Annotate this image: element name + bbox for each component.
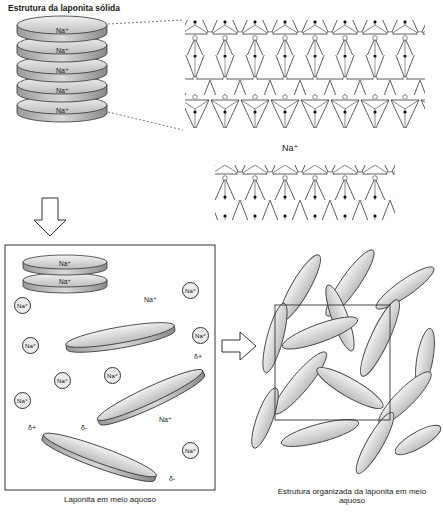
ion-label: Na⁺ bbox=[59, 278, 71, 285]
ion-sphere: Na⁺ bbox=[182, 442, 199, 459]
ion-sphere: Na⁺ bbox=[22, 337, 39, 354]
ion-label: Na⁺ bbox=[56, 47, 69, 55]
ion-text: Na⁺ bbox=[25, 343, 36, 349]
ion-sphere: Na⁺ bbox=[54, 372, 71, 389]
ion-label: Na⁺ bbox=[56, 67, 69, 75]
ion-label: Na⁺ bbox=[144, 296, 157, 304]
ion-sphere: Na⁺ bbox=[104, 367, 121, 384]
ion-text: Na⁺ bbox=[185, 448, 196, 454]
ion-label: Na⁺ bbox=[56, 107, 69, 115]
figure-title: Estrutura da laponita sólida bbox=[8, 4, 120, 14]
figure-caption: Laponita em meio aquoso bbox=[64, 495, 156, 504]
ion-text: Na⁺ bbox=[107, 373, 118, 379]
ion-label: δ+ bbox=[28, 424, 36, 432]
ion-text: Na⁺ bbox=[185, 288, 196, 294]
ion-text: Na⁺ bbox=[57, 378, 68, 384]
ion-sphere: Na⁺ bbox=[182, 282, 199, 299]
ion-label: Na⁺ bbox=[159, 416, 172, 424]
ion-text: Na⁺ bbox=[17, 303, 28, 309]
ion-text: Na⁺ bbox=[17, 398, 28, 404]
ion-sphere: Na⁺ bbox=[14, 297, 31, 314]
ion-sphere: Na⁺ bbox=[192, 327, 209, 344]
ion-label: Na⁺ bbox=[59, 260, 71, 267]
ion-label: Na⁺ bbox=[56, 87, 69, 95]
ion-sphere: Na⁺ bbox=[14, 392, 31, 409]
figure-caption: Estrutura organizada da laponita em meio… bbox=[267, 487, 437, 505]
ion-label: Na⁺ bbox=[282, 143, 298, 153]
ion-text: Na⁺ bbox=[195, 333, 206, 339]
ion-label: δ+ bbox=[194, 353, 202, 361]
ion-label: δ- bbox=[81, 424, 87, 432]
ion-label: Na⁺ bbox=[56, 27, 69, 35]
ion-label: δ- bbox=[169, 475, 175, 483]
